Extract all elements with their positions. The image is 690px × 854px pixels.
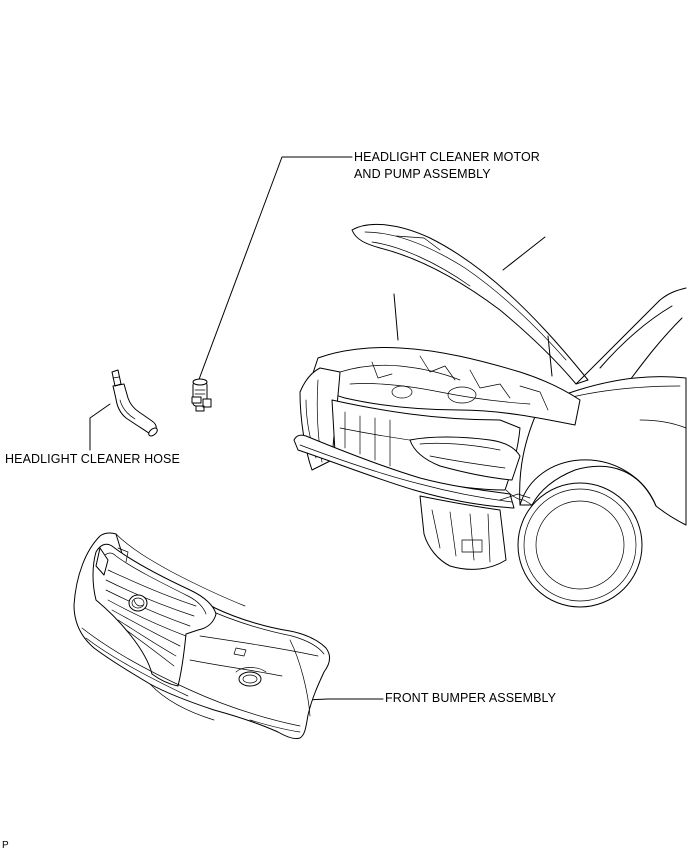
vehicle-front-illustration [293, 223, 687, 608]
label-motor-pump-line2: AND PUMP ASSEMBLY [354, 167, 491, 181]
leader-line-bumper [304, 698, 384, 701]
leader-line-hose [89, 403, 111, 451]
label-hose: HEADLIGHT CLEANER HOSE [5, 452, 180, 466]
front-bumper-assembly-illustration [73, 532, 331, 739]
label-motor-pump-assembly: HEADLIGHT CLEANER MOTOR AND PUMP ASSEMBL… [354, 149, 540, 183]
label-front-bumper-assembly: FRONT BUMPER ASSEMBLY [385, 691, 557, 705]
illustration-code: P [2, 840, 9, 851]
label-motor-pump-line1: HEADLIGHT CLEANER MOTOR [354, 150, 540, 164]
headlight-cleaner-hose [111, 369, 158, 437]
headlight-cleaner-motor-pump [191, 378, 212, 412]
leader-line-motor-pump [197, 156, 353, 383]
